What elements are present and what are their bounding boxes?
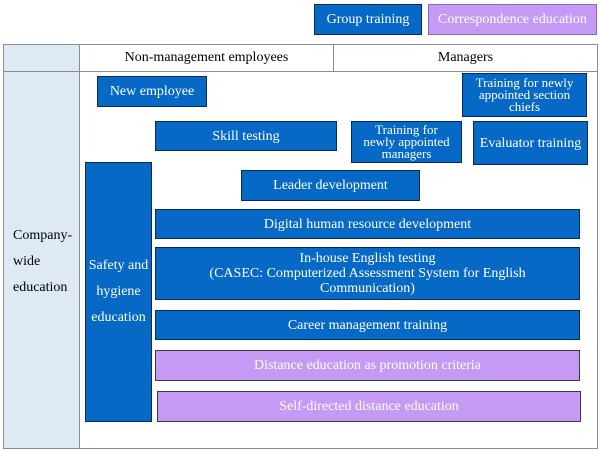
program-safety-line3: education <box>91 310 146 325</box>
program-safety-line1: Safety and <box>88 258 149 273</box>
program-leader-development-label: Leader development <box>273 178 388 193</box>
program-career-management-label: Career management training <box>287 317 448 333</box>
program-self-directed-label: Self-directed distance education <box>279 399 459 414</box>
program-section-chiefs-line2: appointed section <box>478 87 571 102</box>
program-leader-development: Leader development <box>241 170 420 201</box>
program-skill-testing: Skill testing <box>155 121 337 151</box>
program-digital-hr-development: Digital human resource development <box>155 209 580 239</box>
program-skill-testing-label: Skill testing <box>212 128 280 144</box>
row-label-company-wide-education: Company- wide education <box>4 222 80 302</box>
header-managers: Managers <box>334 45 597 71</box>
left-column <box>4 72 80 448</box>
program-english-line1: In-house English testing <box>299 251 436 266</box>
program-english-testing: In-house English testing (CASEC: Compute… <box>155 247 580 300</box>
program-distance-promotion: Distance education as promotion criteria <box>155 350 580 381</box>
program-english-line2: (CASEC: Computerized Assessment System f… <box>209 266 526 281</box>
legend-correspondence-education: Correspondence education <box>428 4 597 35</box>
program-new-managers-line1: Training for <box>375 122 438 137</box>
program-evaluator-training-label: Evaluator training <box>479 135 582 151</box>
corner-cell <box>4 45 80 72</box>
program-self-directed-distance: Self-directed distance education <box>157 391 581 422</box>
header-non-management-label: Non-management employees <box>124 50 289 65</box>
program-new-employee-label: New employee <box>109 84 195 99</box>
program-new-managers-line3: managers <box>381 146 432 161</box>
program-safety-line2: hygiene <box>96 284 141 299</box>
program-new-managers-line2: newly appointed <box>363 134 450 149</box>
legend-group-training-label: Group training <box>326 11 410 27</box>
program-section-chiefs-training: Training for newly appointed section chi… <box>462 73 587 117</box>
header-non-management: Non-management employees <box>80 45 334 71</box>
program-distance-promotion-label: Distance education as promotion criteria <box>253 358 482 373</box>
row-label-line1: Company- <box>13 228 73 243</box>
row-label-line2: wide <box>13 254 41 269</box>
row-label-line3: education <box>13 280 68 295</box>
program-digital-hr-label: Digital human resource development <box>263 216 472 232</box>
program-new-employee: New employee <box>97 76 207 107</box>
header-row <box>80 45 597 72</box>
legend-group-training: Group training <box>314 4 422 35</box>
program-safety-hygiene-education: Safety and hygiene education <box>85 162 152 422</box>
program-career-management: Career management training <box>155 310 580 340</box>
program-english-line3: Communication) <box>320 281 415 296</box>
program-evaluator-training: Evaluator training <box>473 121 588 165</box>
program-section-chiefs-line1: Training for newly <box>475 75 574 90</box>
program-section-chiefs-line3: chiefs <box>508 99 541 114</box>
program-new-managers-training: Training for newly appointed managers <box>351 121 462 163</box>
legend-correspondence-education-label: Correspondence education <box>438 11 587 27</box>
header-managers-label: Managers <box>437 50 494 65</box>
